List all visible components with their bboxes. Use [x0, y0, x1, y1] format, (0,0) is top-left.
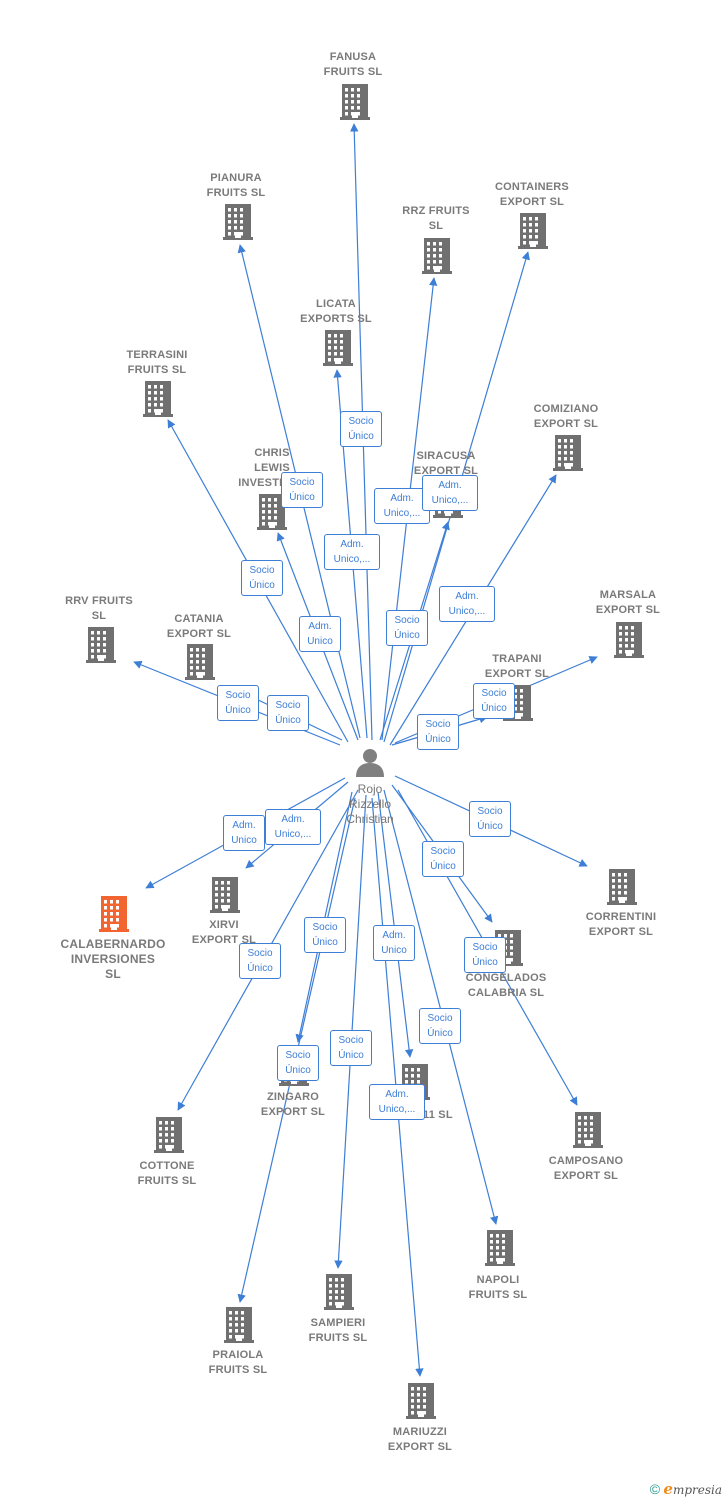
building-icon[interactable]: [607, 869, 637, 910]
relation-label-rrz[interactable]: Adm. Unico,...: [374, 488, 430, 524]
company-label-terrasini[interactable]: TERRASINI FRUITS SL: [126, 349, 188, 376]
building-icon[interactable]: [406, 1383, 436, 1424]
relation-label-xirvi[interactable]: Adm. Unico,...: [265, 809, 321, 845]
company-label-mariuzzi[interactable]: MARIUZZI EXPORT SL: [387, 1426, 453, 1453]
company-label-pianura[interactable]: PIANURA FRUITS SL: [206, 172, 266, 199]
company-label-siracusa[interactable]: SIRACUSA EXPORT SL: [413, 450, 479, 477]
relation-label-zingaro[interactable]: Socio Único: [304, 917, 346, 953]
building-icon[interactable]: [210, 877, 240, 918]
brand-logo: empresia: [663, 1480, 722, 1498]
relation-label-trapani[interactable]: Socio Único: [417, 714, 459, 750]
building-icon[interactable]: [99, 896, 129, 937]
building-icon[interactable]: [257, 494, 287, 535]
building-icon[interactable]: [485, 1230, 515, 1271]
building-icon[interactable]: [614, 622, 644, 663]
building-icon[interactable]: [573, 1112, 603, 1153]
company-label-marsala[interactable]: MARSALA EXPORT SL: [595, 589, 661, 616]
company-label-congelados[interactable]: CONGELADOS CALABRIA SL: [465, 972, 547, 999]
relation-label-containers[interactable]: Adm. Unico,...: [422, 475, 478, 511]
company-label-containers[interactable]: CONTAINERS EXPORT SL: [495, 181, 569, 208]
building-icon[interactable]: [224, 1307, 254, 1348]
relation-label-congelados[interactable]: Socio Único: [422, 841, 464, 877]
company-label-cottone[interactable]: COTTONE FRUITS SL: [137, 1160, 197, 1187]
company-label-calabernardo[interactable]: CALABERNARDO INVERSIONES SL: [60, 937, 166, 981]
building-icon[interactable]: [340, 84, 370, 125]
building-icon[interactable]: [324, 1274, 354, 1315]
edge-napoli: [383, 789, 499, 1225]
relation-label-napoli[interactable]: Socio Único: [419, 1008, 461, 1044]
company-label-rrv[interactable]: RRV FRUITS SL: [65, 595, 133, 622]
building-icon[interactable]: [154, 1117, 184, 1158]
building-icon[interactable]: [143, 381, 173, 422]
building-icon[interactable]: [518, 213, 548, 254]
relation-label-camposano[interactable]: Socio Único: [464, 937, 506, 973]
relation-label-sampieri[interactable]: Socio Único: [330, 1030, 372, 1066]
building-icon[interactable]: [422, 238, 452, 279]
relation-label-marsala[interactable]: Socio Único: [473, 683, 515, 719]
person-name[interactable]: Rojo Rizzello Christian: [346, 782, 394, 826]
company-label-praiola[interactable]: PRAIOLA FRUITS SL: [208, 1349, 268, 1376]
relation-label-siracusa[interactable]: Socio Único: [386, 610, 428, 646]
relation-label-pianura[interactable]: Socio Único: [281, 472, 323, 508]
building-icon[interactable]: [323, 330, 353, 371]
relation-label-mariuzzi[interactable]: Adm. Unico,...: [369, 1084, 425, 1120]
relation-label-cottone[interactable]: Socio Único: [239, 943, 281, 979]
relation-label-chris[interactable]: Adm. Unico: [299, 616, 341, 652]
person-icon[interactable]: [355, 747, 385, 782]
relation-label-fanusa[interactable]: Socio Único: [340, 411, 382, 447]
company-label-sampieri[interactable]: SAMPIERI FRUITS SL: [308, 1317, 368, 1344]
relation-label-calabernardo[interactable]: Adm. Unico: [223, 815, 265, 851]
copyright-icon: ©: [649, 1481, 661, 1497]
building-icon[interactable]: [223, 204, 253, 245]
relation-label-comiziano[interactable]: Adm. Unico,...: [439, 586, 495, 622]
building-icon[interactable]: [86, 627, 116, 668]
relation-label-rrv[interactable]: Socio Único: [217, 685, 259, 721]
company-label-camposano[interactable]: CAMPOSANO EXPORT SL: [548, 1155, 624, 1182]
company-label-comiziano[interactable]: COMIZIANO EXPORT SL: [533, 403, 599, 430]
relation-label-correntini[interactable]: Socio Único: [469, 801, 511, 837]
company-label-licata[interactable]: LICATA EXPORTS SL: [300, 298, 372, 325]
company-label-xirvi[interactable]: XIRVI EXPORT SL: [191, 919, 257, 946]
company-label-napoli[interactable]: NAPOLI FRUITS SL: [468, 1274, 528, 1301]
relation-label-r11[interactable]: Adm. Unico: [373, 925, 415, 961]
building-icon[interactable]: [185, 644, 215, 685]
company-label-rrz[interactable]: RRZ FRUITS SL: [402, 205, 470, 232]
company-label-trapani[interactable]: TRAPANI EXPORT SL: [484, 653, 550, 680]
relation-label-catania[interactable]: Socio Único: [267, 695, 309, 731]
company-label-zingaro[interactable]: ZINGARO EXPORT SL: [260, 1091, 326, 1118]
relation-label-licata[interactable]: Adm. Unico,...: [324, 534, 380, 570]
company-label-correntini[interactable]: CORRENTINI EXPORT SL: [585, 911, 657, 938]
company-label-fanusa[interactable]: FANUSA FRUITS SL: [323, 51, 383, 78]
building-icon[interactable]: [553, 435, 583, 476]
company-label-catania[interactable]: CATANIA EXPORT SL: [166, 613, 232, 640]
edge-r11: [377, 791, 414, 1058]
footer-brand[interactable]: © empresia: [650, 1480, 722, 1498]
relation-label-praiola[interactable]: Socio Único: [277, 1045, 319, 1081]
relation-label-terrasini[interactable]: Socio Único: [241, 560, 283, 596]
